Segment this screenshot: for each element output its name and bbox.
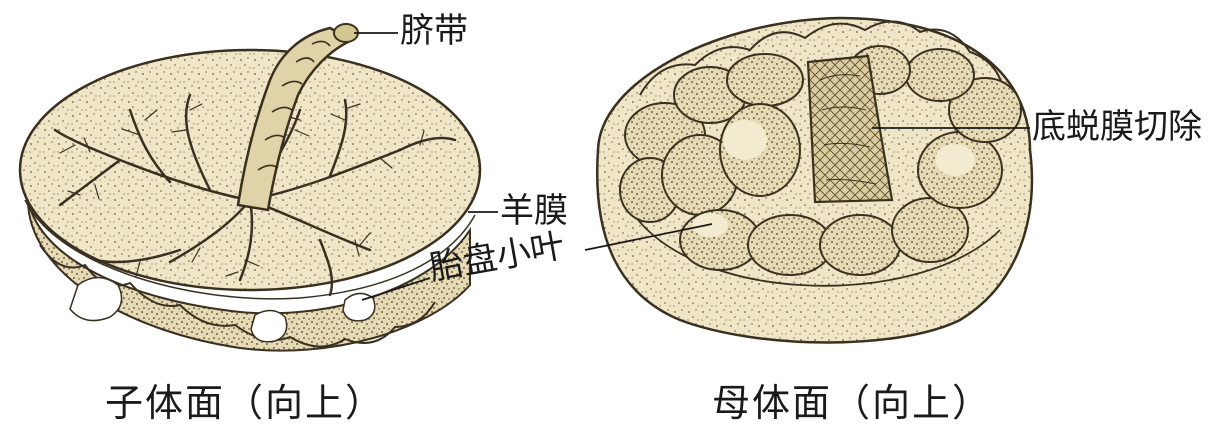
umbilical-cord-label: 脐带: [400, 14, 468, 48]
fetal-side-caption: 子体面（向上）: [105, 384, 385, 422]
maternal-side-caption: 母体面（向上）: [712, 384, 992, 422]
decidua-removed-label: 底蜕膜切除: [1032, 110, 1202, 144]
amnion-label: 羊膜: [500, 194, 568, 228]
fetal-side-placenta: [20, 24, 480, 351]
maternal-side-placenta: [597, 18, 1032, 343]
